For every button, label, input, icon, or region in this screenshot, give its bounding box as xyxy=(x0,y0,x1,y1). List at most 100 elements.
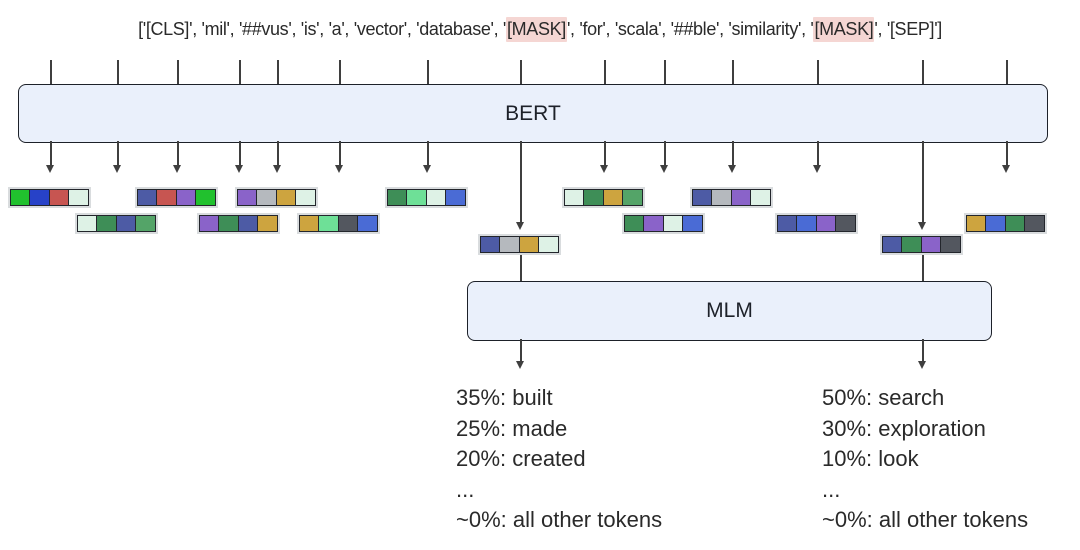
token-quote: ' xyxy=(886,18,890,39)
bert-output-arrowhead xyxy=(113,165,122,173)
token-text: for xyxy=(582,18,603,39)
input-connector-line xyxy=(604,60,606,84)
token-separator: , xyxy=(344,18,354,39)
token-quote: ' xyxy=(316,18,320,39)
input-connector-line xyxy=(239,60,241,84)
token-text: a xyxy=(331,18,342,39)
embedding-cell xyxy=(406,189,428,206)
embedding-cell xyxy=(425,189,447,206)
embedding-cell xyxy=(115,215,137,232)
sequence-close-bracket: ] xyxy=(937,18,942,39)
token-quote: ' xyxy=(142,18,146,39)
embedding-cell xyxy=(901,236,923,253)
token-quote: ' xyxy=(288,18,292,39)
bert-output-arrowhead xyxy=(728,165,737,173)
embedding-cell xyxy=(199,215,220,232)
token-quote: ' xyxy=(602,18,606,39)
embedding-vector xyxy=(299,215,379,232)
embedding-cell xyxy=(96,215,118,232)
bert-output-arrowhead xyxy=(173,165,182,173)
token-text: [CLS] xyxy=(145,18,190,39)
prediction-item: 30%: exploration xyxy=(822,415,986,441)
embedding-vector xyxy=(237,189,317,206)
embedding-cell xyxy=(624,215,645,232)
token-quote: ' xyxy=(728,18,732,39)
input-connector-line xyxy=(732,60,734,84)
token-quote: ' xyxy=(502,18,507,39)
embedding-cell xyxy=(730,189,752,206)
embedding-cell xyxy=(295,189,317,206)
token-quote: ' xyxy=(614,18,618,39)
embedding-cell xyxy=(1024,215,1046,232)
input-connector-line xyxy=(177,60,179,84)
bert-output-arrow-stem xyxy=(664,141,666,166)
token-quote: ' xyxy=(328,18,332,39)
mlm-output-arrowhead xyxy=(918,361,927,369)
embedding-cell xyxy=(538,236,560,253)
token-separator: , xyxy=(605,18,615,39)
embedding-cell xyxy=(275,189,297,206)
mlm-output-arrow-stem xyxy=(922,339,924,361)
embedding-cell xyxy=(156,189,178,206)
token-separator: , xyxy=(406,18,417,39)
embedding-cell xyxy=(257,215,279,232)
embedding-cell xyxy=(796,215,818,232)
embedding-vector xyxy=(387,189,467,206)
token-text: scala xyxy=(617,18,659,39)
token-quote: ' xyxy=(715,18,720,39)
embedding-cell xyxy=(564,189,585,206)
input-connector-line xyxy=(1006,60,1008,84)
prediction-item: 25%: made xyxy=(456,415,568,441)
token-text: ##vus xyxy=(242,18,289,39)
bert-output-arrow-stem xyxy=(339,141,341,166)
embedding-cell xyxy=(218,215,240,232)
embedding-cell xyxy=(682,215,704,232)
embedding-cell xyxy=(920,236,942,253)
mlm-output-arrowhead xyxy=(516,361,525,369)
token-text: mil xyxy=(204,18,227,39)
bert-output-arrowhead xyxy=(660,165,669,173)
prediction-item: ... xyxy=(822,476,841,502)
token-quote: ' xyxy=(658,18,662,39)
embedding-cell xyxy=(480,236,501,253)
embedding-cell xyxy=(882,236,903,253)
token-separator: , xyxy=(801,18,811,39)
input-connector-line xyxy=(50,60,52,84)
bert-output-arrowhead xyxy=(1002,165,1011,173)
mask-token: [MASK] xyxy=(506,16,567,42)
token-separator: , xyxy=(229,18,239,39)
token-separator: , xyxy=(719,18,729,39)
bert-output-arrow-stem xyxy=(427,141,429,166)
mask-embedding-vector xyxy=(882,236,962,253)
embedding-cell xyxy=(643,215,665,232)
sequence-open-bracket: [ xyxy=(138,18,143,39)
bert-output-arrow-stem xyxy=(732,141,734,166)
mlm-label: MLM xyxy=(706,299,753,322)
bert-output-arrowhead xyxy=(46,165,55,173)
embedding-cell xyxy=(337,215,359,232)
input-connector-line xyxy=(520,60,522,84)
bert-output-arrow-stem xyxy=(520,141,522,222)
embedding-cell xyxy=(711,189,733,206)
input-connector-line xyxy=(664,60,666,84)
bert-output-arrowhead xyxy=(273,165,282,173)
token-quote: ' xyxy=(579,18,583,39)
embedding-cell xyxy=(237,215,259,232)
token-separator: , xyxy=(192,18,202,39)
token-separator: , xyxy=(319,18,329,39)
embedding-cell xyxy=(777,215,798,232)
prediction-item: ... xyxy=(456,476,475,502)
prediction-item: 10%: look xyxy=(822,446,919,472)
prediction-item: 20%: created xyxy=(456,446,586,472)
bert-output-arrowhead xyxy=(335,165,344,173)
input-connector-line xyxy=(922,60,924,84)
embedding-cell xyxy=(940,236,962,253)
input-connector-line xyxy=(277,60,279,84)
embedding-cell xyxy=(387,189,408,206)
token-quote: ' xyxy=(238,18,243,39)
embedding-vector xyxy=(199,215,279,232)
mask-embedding-to-mlm-line xyxy=(520,253,522,281)
bert-output-arrow-stem xyxy=(817,141,819,166)
